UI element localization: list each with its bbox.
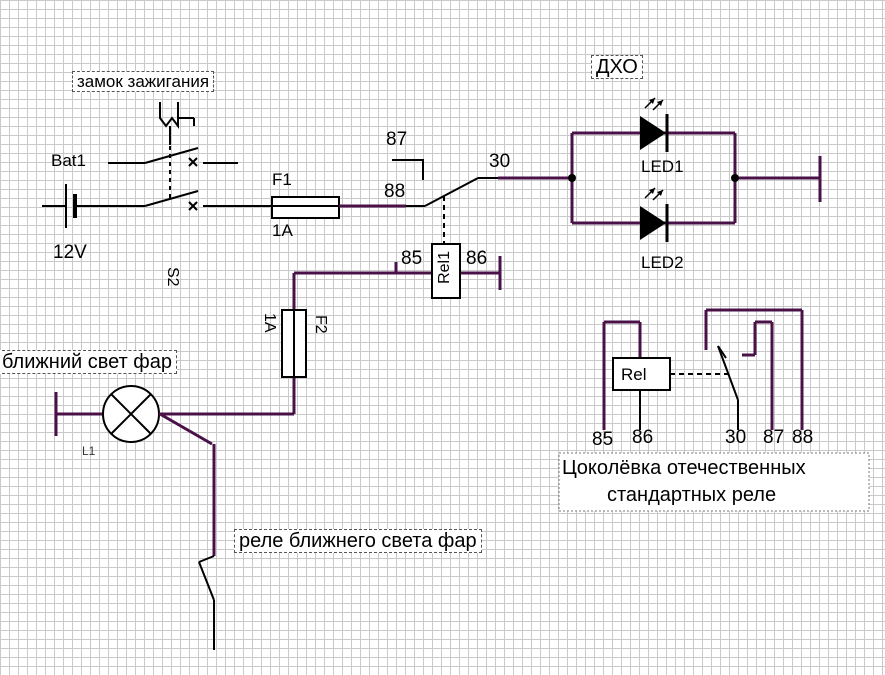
led1-label: LED1	[641, 157, 684, 176]
relay-label: Rel1	[436, 251, 453, 284]
pinout-relay-label: Rel	[621, 365, 647, 384]
lamp-label: L1	[82, 444, 96, 458]
led2-symbol	[640, 187, 669, 242]
battery-symbol	[42, 184, 145, 228]
pinout-relay-box	[612, 357, 671, 391]
pinout-caption-box	[558, 452, 870, 512]
led2-label: LED2	[641, 253, 684, 272]
fuse2-label: F2	[312, 315, 329, 334]
fuse1-label: F1	[272, 170, 292, 189]
low-beam-relay-label: реле ближнего света фар	[234, 529, 482, 553]
low-beam-label: ближний свет фар	[0, 350, 177, 374]
drl-label: ДХО	[591, 55, 643, 79]
low-beam-switch	[198, 555, 215, 650]
battery-voltage-label: 12V	[53, 242, 87, 263]
pin-87-label: 87	[386, 129, 408, 150]
led1-symbol	[640, 97, 669, 152]
pinout-88-label: 88	[792, 427, 814, 448]
wiring	[159, 131, 820, 556]
battery-label: Bat1	[51, 151, 86, 170]
pin-88-label: 88	[384, 181, 406, 202]
pinout-86-label: 86	[632, 427, 654, 448]
pinout-caption-line2: стандартных реле	[607, 484, 777, 506]
fuse1-rating-label: 1A	[272, 221, 293, 240]
relay-contact	[392, 159, 498, 244]
ignition-lock-label: замок зажигания	[72, 71, 215, 92]
lamp-l1	[54, 385, 160, 443]
fuse-f2	[281, 309, 307, 378]
junction-right	[731, 174, 739, 182]
ignition-switch-s2	[108, 102, 272, 211]
pinout-diagram	[639, 345, 739, 430]
relay-rel1-box	[431, 243, 461, 299]
junction-left	[568, 174, 576, 182]
pinout-85-label: 85	[592, 429, 614, 450]
pinout-caption-line1: Цоколёвка отечественных	[562, 457, 806, 479]
fuse2-rating-label: 1A	[261, 313, 278, 333]
switch-label: S2	[164, 267, 181, 287]
fuse-f1	[271, 196, 340, 219]
pinout-87-label: 87	[763, 427, 785, 448]
pin-86-label: 86	[466, 248, 488, 269]
pinout-30-label: 30	[725, 427, 747, 448]
pin-30-label: 30	[489, 151, 511, 172]
pin-85-label: 85	[401, 248, 423, 269]
